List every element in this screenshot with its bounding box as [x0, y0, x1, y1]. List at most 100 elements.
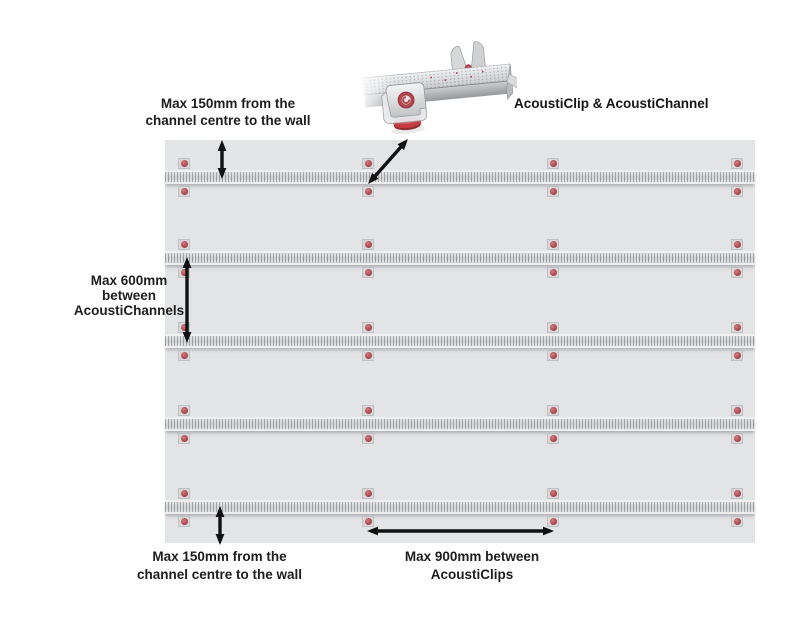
clip-dot [364, 435, 372, 442]
acousticlip-marker [178, 405, 190, 416]
acousticlip-marker [362, 488, 374, 499]
acousticlip-marker [178, 350, 190, 361]
clip-dot [180, 518, 188, 525]
clip-dot [364, 324, 372, 331]
acousticlip-marker [547, 433, 559, 444]
clip-dot [180, 160, 188, 167]
acousticlip-marker [547, 350, 559, 361]
caption-line: channel centre to the wall [145, 113, 311, 128]
acousticlip-marker [178, 158, 190, 169]
acousticlip-marker [178, 186, 190, 197]
caption-clip-gap: Max 900mm between AcoustiClips [372, 548, 572, 584]
acousticlip-marker [547, 488, 559, 499]
caption-line: AcoustiChannels [73, 303, 185, 318]
caption-bottom-wall-gap: Max 150mm from the channel centre to the… [127, 548, 312, 584]
acoustichannel-row [165, 251, 755, 265]
clip-dot [733, 269, 741, 276]
clip-dot [733, 188, 741, 195]
product-label: AcoustiClip & AcoustiChannel [514, 96, 709, 111]
clip-dot [733, 160, 741, 167]
caption-line: Max 150mm from the [160, 96, 296, 111]
acousticlip-marker [362, 267, 374, 278]
acoustichannel-row [165, 500, 755, 514]
clip-dot [364, 269, 372, 276]
acoustichannel-row [165, 417, 755, 431]
acousticlip-marker [362, 158, 374, 169]
front-acousticlip [381, 82, 427, 134]
clip-dot [733, 352, 741, 359]
clip-dot [549, 241, 557, 248]
clip-dot [364, 188, 372, 195]
clip-dot [364, 241, 372, 248]
acousticlip-marker [731, 158, 743, 169]
clip-dot [549, 518, 557, 525]
acousticlip-marker [731, 405, 743, 416]
acousticlip-marker [178, 516, 190, 527]
clip-dot [180, 435, 188, 442]
clip-dot [180, 490, 188, 497]
clip-dot [364, 352, 372, 359]
acousticlip-marker [547, 322, 559, 333]
acousticlip-marker [547, 516, 559, 527]
clip-dot [733, 518, 741, 525]
acousticlip-marker [731, 516, 743, 527]
clip-dot [733, 435, 741, 442]
caption-line: AcoustiClips [430, 567, 514, 582]
caption-line: between [101, 288, 156, 303]
acousticlip-marker [547, 405, 559, 416]
acousticlip-marker [178, 322, 190, 333]
clip-dot [364, 160, 372, 167]
acoustichannel-row [165, 170, 755, 184]
clip-dot [549, 407, 557, 414]
acousticlip-marker [547, 267, 559, 278]
acousticlip-marker [547, 186, 559, 197]
acousticlip-marker [362, 405, 374, 416]
acousticlip-marker [731, 350, 743, 361]
clip-dot [549, 490, 557, 497]
clip-dot [180, 407, 188, 414]
clip-dot [180, 188, 188, 195]
acousticlip-marker [731, 433, 743, 444]
acousticlip-marker [178, 488, 190, 499]
caption-channel-gap: Max 600mm between AcoustiChannels [40, 273, 218, 318]
acoustichannel-row [165, 334, 755, 348]
clip-dot [733, 407, 741, 414]
caption-line: Max 150mm from the [152, 549, 287, 564]
clip-dot [733, 490, 741, 497]
caption-line: channel centre to the wall [136, 567, 303, 582]
clip-dot [733, 241, 741, 248]
acousticlip-marker [362, 516, 374, 527]
acousticlip-marker [362, 433, 374, 444]
clip-dot [180, 324, 188, 331]
clip-dot [549, 352, 557, 359]
acousticlip-marker [178, 239, 190, 250]
clip-dot [549, 324, 557, 331]
clip-dot [180, 241, 188, 248]
clip-dot [364, 407, 372, 414]
clip-dot [180, 352, 188, 359]
acousticlip-marker [731, 488, 743, 499]
acousticlip-marker [547, 239, 559, 250]
acousticlip-marker [362, 239, 374, 250]
clip-dot [549, 188, 557, 195]
caption-line: Max 900mm between [404, 549, 540, 564]
acousticlip-marker [731, 267, 743, 278]
clip-dot [549, 160, 557, 167]
acousticlip-marker [362, 186, 374, 197]
acousticlip-marker [362, 322, 374, 333]
diagram-panel [165, 140, 755, 543]
product-illustration [362, 41, 517, 134]
acousticlip-marker [362, 350, 374, 361]
caption-line: Max 600mm [90, 273, 168, 288]
acousticlip-marker [178, 433, 190, 444]
clip-dot [364, 518, 372, 525]
acousticlip-marker [731, 239, 743, 250]
clip-dot [364, 490, 372, 497]
acousticlip-marker [731, 322, 743, 333]
acousticlip-marker [547, 158, 559, 169]
caption-top-wall-gap: Max 150mm from the channel centre to the… [137, 95, 319, 129]
clip-dot [733, 324, 741, 331]
acousticlip-marker [731, 186, 743, 197]
clip-dot [549, 435, 557, 442]
